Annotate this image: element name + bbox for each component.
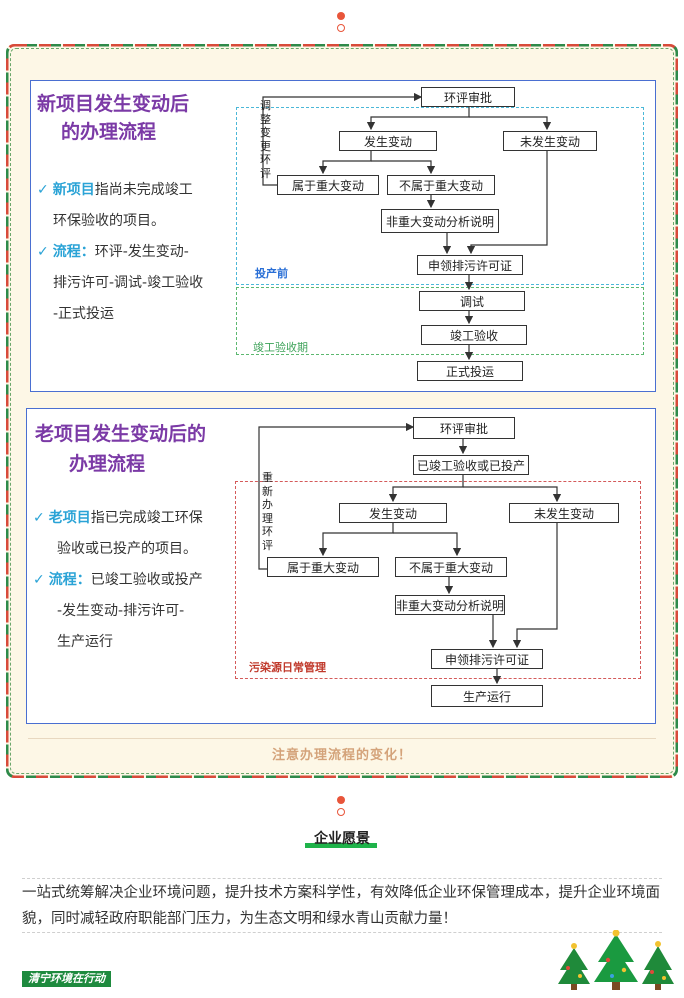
box-not-major-change: 不属于重大变动 bbox=[387, 175, 495, 195]
card-inner-border bbox=[10, 48, 674, 774]
flow-card: 新项目发生变动后 的办理流程 ✓新项目指尚未完成竣工 环保验收的项目。 ✓流程：… bbox=[6, 44, 678, 778]
old-project-desc-1: ✓老项目指已完成竣工环保 验收或已投产的项目。 bbox=[33, 510, 203, 557]
region-acceptance bbox=[236, 287, 644, 355]
box-formal-operation: 正式投运 bbox=[417, 361, 523, 381]
old-box-eia-approval: 环评审批 bbox=[413, 417, 515, 439]
old-box-completed: 已竣工验收或已投产 bbox=[413, 455, 529, 475]
new-project-desc-2: ✓流程：环评-发生变动- 排污许可-调试-竣工验收 -正式投运 bbox=[37, 244, 204, 322]
box-not-changed: 未发生变动 bbox=[503, 131, 597, 151]
old-box-major-change: 属于重大变动 bbox=[267, 557, 379, 577]
box-debug: 调试 bbox=[419, 291, 525, 311]
para-rule-top bbox=[22, 878, 662, 879]
old-project-desc-2: ✓流程：已竣工验收或投产 -发生变动-排污许可- 生产运行 bbox=[33, 572, 203, 650]
new-project-desc-1: ✓新项目指尚未完成竣工 环保验收的项目。 bbox=[37, 182, 193, 229]
section-ring-icon bbox=[337, 808, 345, 816]
old-project-title-1: 老项目发生变动后的 bbox=[35, 423, 207, 445]
section-title: 企业愿景 bbox=[314, 831, 370, 847]
box-acceptance: 竣工验收 bbox=[421, 325, 527, 345]
check-icon: ✓ bbox=[33, 510, 45, 526]
section-title-underline bbox=[305, 843, 377, 848]
box-major-change: 属于重大变动 bbox=[277, 175, 379, 195]
vision-paragraph: 一站式统筹解决企业环境问题，提升技术方案科学性，有效降低企业环保管理成本，提升企… bbox=[22, 885, 660, 927]
check-icon: ✓ bbox=[37, 244, 49, 260]
box-permit: 申领排污许可证 bbox=[417, 255, 523, 275]
region-daily-management bbox=[235, 481, 641, 679]
old-box-changed: 发生变动 bbox=[339, 503, 447, 523]
old-box-not-changed: 未发生变动 bbox=[509, 503, 619, 523]
old-project-title-2: 办理流程 bbox=[69, 453, 146, 475]
check-icon: ✓ bbox=[37, 182, 49, 198]
old-project-panel: 老项目发生变动后的 办理流程 ✓老项目指已完成竣工环保 验收或已投产的项目。 ✓… bbox=[26, 408, 656, 724]
section-dot-icon bbox=[337, 796, 345, 804]
new-project-panel: 新项目发生变动后 的办理流程 ✓新项目指尚未完成竣工 环保验收的项目。 ✓流程：… bbox=[30, 80, 656, 392]
new-side-label: 调整 变更 环评 bbox=[260, 99, 271, 180]
box-analysis: 非重大变动分析说明 bbox=[381, 209, 499, 233]
top-ring-icon bbox=[337, 24, 345, 32]
note-divider bbox=[28, 738, 656, 739]
christmas-trees-icon bbox=[558, 930, 674, 990]
old-side-label: 重新 办理 环评 bbox=[262, 471, 273, 552]
new-project-title-1: 新项目发生变动后 bbox=[37, 93, 190, 115]
region-pre-production-label: 投产前 bbox=[255, 267, 288, 280]
old-box-permit: 申领排污许可证 bbox=[431, 649, 543, 669]
top-dot-icon bbox=[337, 12, 345, 20]
festive-border bbox=[6, 44, 678, 778]
para-rule-bottom bbox=[22, 932, 662, 933]
box-eia-approval: 环评审批 bbox=[421, 87, 515, 107]
region-daily-management-label: 污染源日常管理 bbox=[249, 661, 326, 674]
new-project-connectors bbox=[262, 92, 552, 361]
region-acceptance-label: 竣工验收期 bbox=[253, 341, 308, 354]
old-box-production: 生产运行 bbox=[431, 685, 543, 707]
old-box-analysis: 非重大变动分析说明 bbox=[395, 595, 505, 615]
box-changed: 发生变动 bbox=[339, 131, 437, 151]
region-pre-production bbox=[236, 107, 644, 285]
new-project-title-2: 的办理流程 bbox=[61, 121, 157, 143]
change-note: 注意办理流程的变化！ bbox=[271, 748, 412, 763]
old-box-not-major-change: 不属于重大变动 bbox=[395, 557, 507, 577]
check-icon: ✓ bbox=[33, 572, 45, 588]
brand-tag: 清宁环境在行动 bbox=[22, 971, 111, 987]
